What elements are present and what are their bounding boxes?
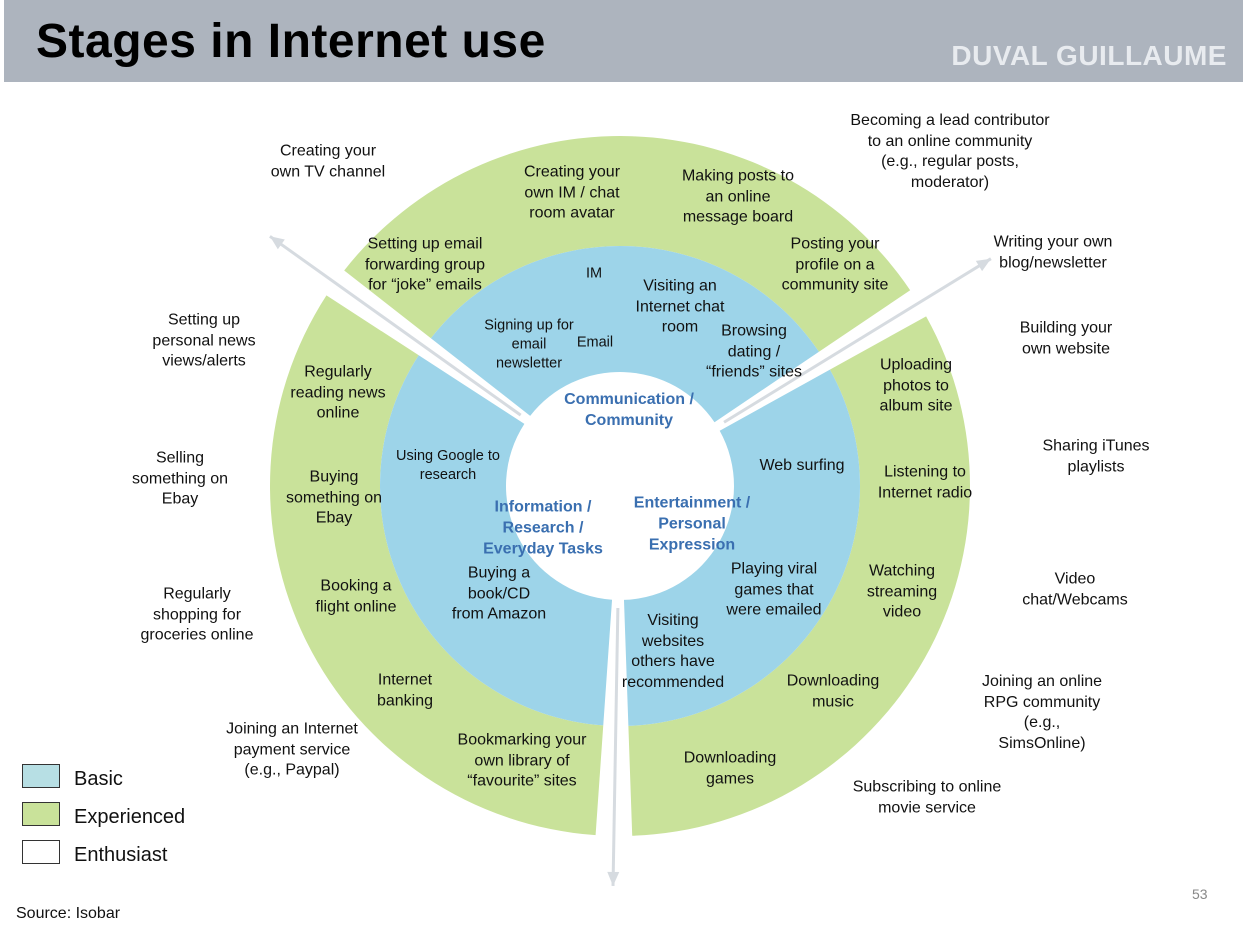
source-note: Source: Isobar [16, 905, 121, 922]
basic-im: IM [585, 265, 603, 282]
legend-swatch-enthusiast [22, 840, 60, 864]
legend-label-basic: Basic [74, 768, 123, 790]
basic-web-surfing: Web surfing [759, 456, 845, 474]
basic-segment-information [380, 355, 613, 726]
stage-arrows [269, 235, 992, 886]
arrow-head-upper-left [269, 236, 285, 250]
arrow-line-down [611, 607, 620, 886]
category-information: Information /Research /Everyday Tasks [483, 498, 603, 558]
legend-swatch-experienced [22, 802, 60, 826]
basic-segment-communication [430, 246, 819, 423]
category-communication: Communication /Community [564, 391, 694, 429]
page-title: Stages in Internet use [36, 15, 546, 68]
arrow-line-upper-left [269, 235, 522, 417]
legend-label-experienced: Experienced [74, 806, 186, 828]
arrow-line-upper-right [723, 257, 992, 424]
basic-segment-entertainment [623, 369, 861, 726]
legend-swatch-basic [22, 764, 60, 788]
experienced-segment-communication [344, 136, 911, 352]
page-number: 53 [1192, 886, 1208, 902]
legend-label-enthusiast: Enthusiast [74, 844, 168, 866]
experienced-segment-information [270, 295, 604, 836]
arrow-head-upper-right [975, 258, 991, 272]
brand-logo: DUVAL GUILLAUME [951, 40, 1227, 71]
arrow-head-down [607, 871, 620, 886]
header-bar [4, 0, 1243, 82]
stage-rings [270, 136, 970, 836]
experienced-segment-entertainment [628, 316, 970, 836]
basic-email: Email [576, 334, 614, 351]
